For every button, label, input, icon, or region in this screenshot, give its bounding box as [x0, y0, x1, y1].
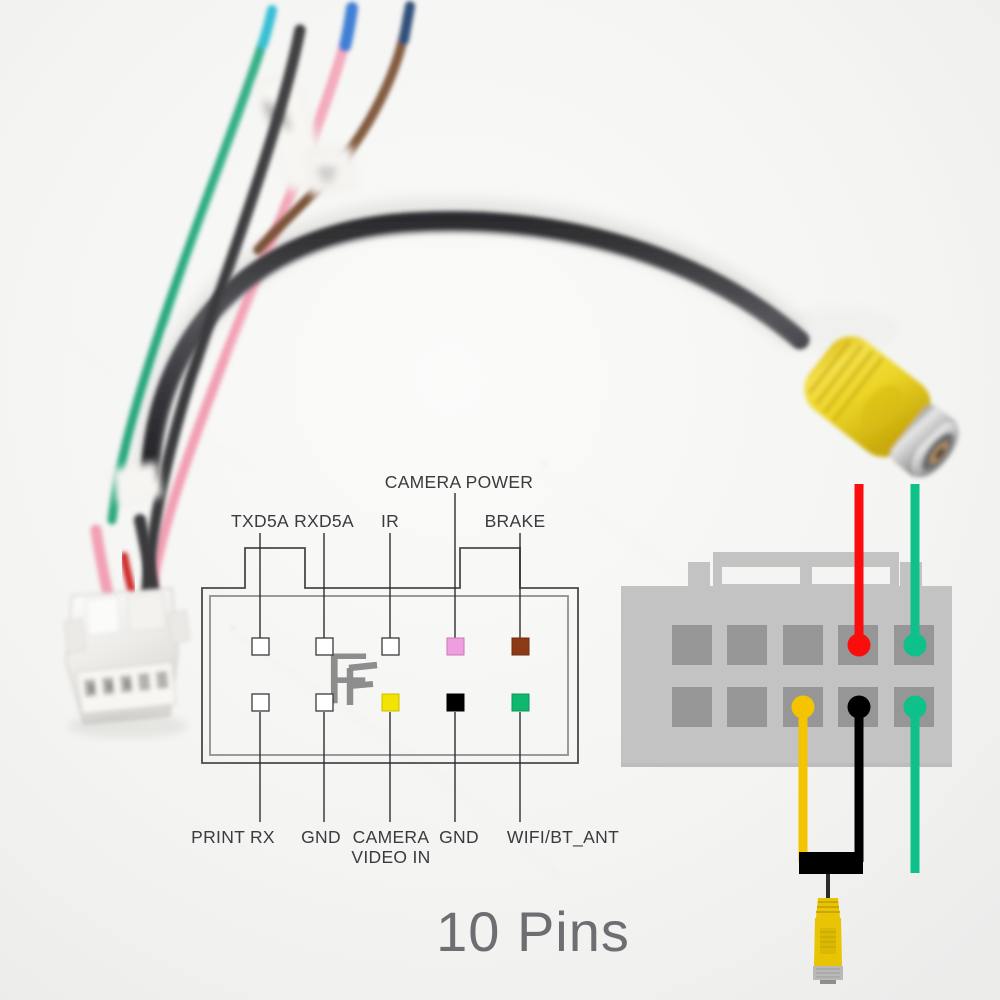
pin-wifi-bt-ant — [511, 693, 530, 712]
wire-ground — [847, 695, 871, 862]
pin-rxd5a — [315, 637, 334, 656]
left-connector-outline — [201, 547, 579, 764]
label-wifi-bt-ant: WIFI/BT_ANT — [506, 827, 620, 847]
rca-plug-vector — [813, 874, 843, 984]
pin-camera-power — [446, 637, 465, 656]
label-txd5a: TXD5A — [231, 511, 289, 531]
pin-gnd-1 — [315, 693, 334, 712]
pin-gnd-2 — [446, 693, 465, 712]
pin-brake — [511, 637, 530, 656]
label-rxd5a: RXD5A — [294, 511, 354, 531]
top-leader-lines — [259, 493, 521, 640]
label-ir: IR — [380, 511, 400, 531]
pins-caption: 10 Pins — [436, 900, 630, 963]
right-connector-housing — [621, 552, 952, 767]
wire-junction-block — [799, 852, 863, 874]
pin-print-rx — [251, 693, 270, 712]
label-camera-video-in-line1: CAMERA — [352, 827, 430, 847]
wire-wifi-bt-ant — [903, 695, 927, 873]
label-gnd-1: GND — [301, 827, 341, 847]
wire-camera-video-in — [791, 695, 815, 862]
wire-camera-power — [847, 484, 871, 657]
wire-brake — [903, 484, 927, 657]
label-camera-power: CAMERA POWER — [384, 472, 534, 492]
label-gnd-2: GND — [439, 827, 479, 847]
pin-ir — [381, 637, 400, 656]
label-print-rx: PRINT RX — [191, 827, 275, 847]
label-brake: BRAKE — [484, 511, 546, 531]
connector-letter-F — [346, 661, 378, 705]
pin-camera-video-in — [381, 693, 400, 712]
label-camera-video-in: CAMERA VIDEO IN — [351, 827, 430, 867]
top-pin-squares — [251, 637, 530, 656]
bottom-pin-squares — [251, 693, 530, 712]
bottom-leader-lines — [259, 712, 521, 822]
label-camera-video-in-line2: VIDEO IN — [351, 847, 431, 868]
pin-txd5a — [251, 637, 270, 656]
